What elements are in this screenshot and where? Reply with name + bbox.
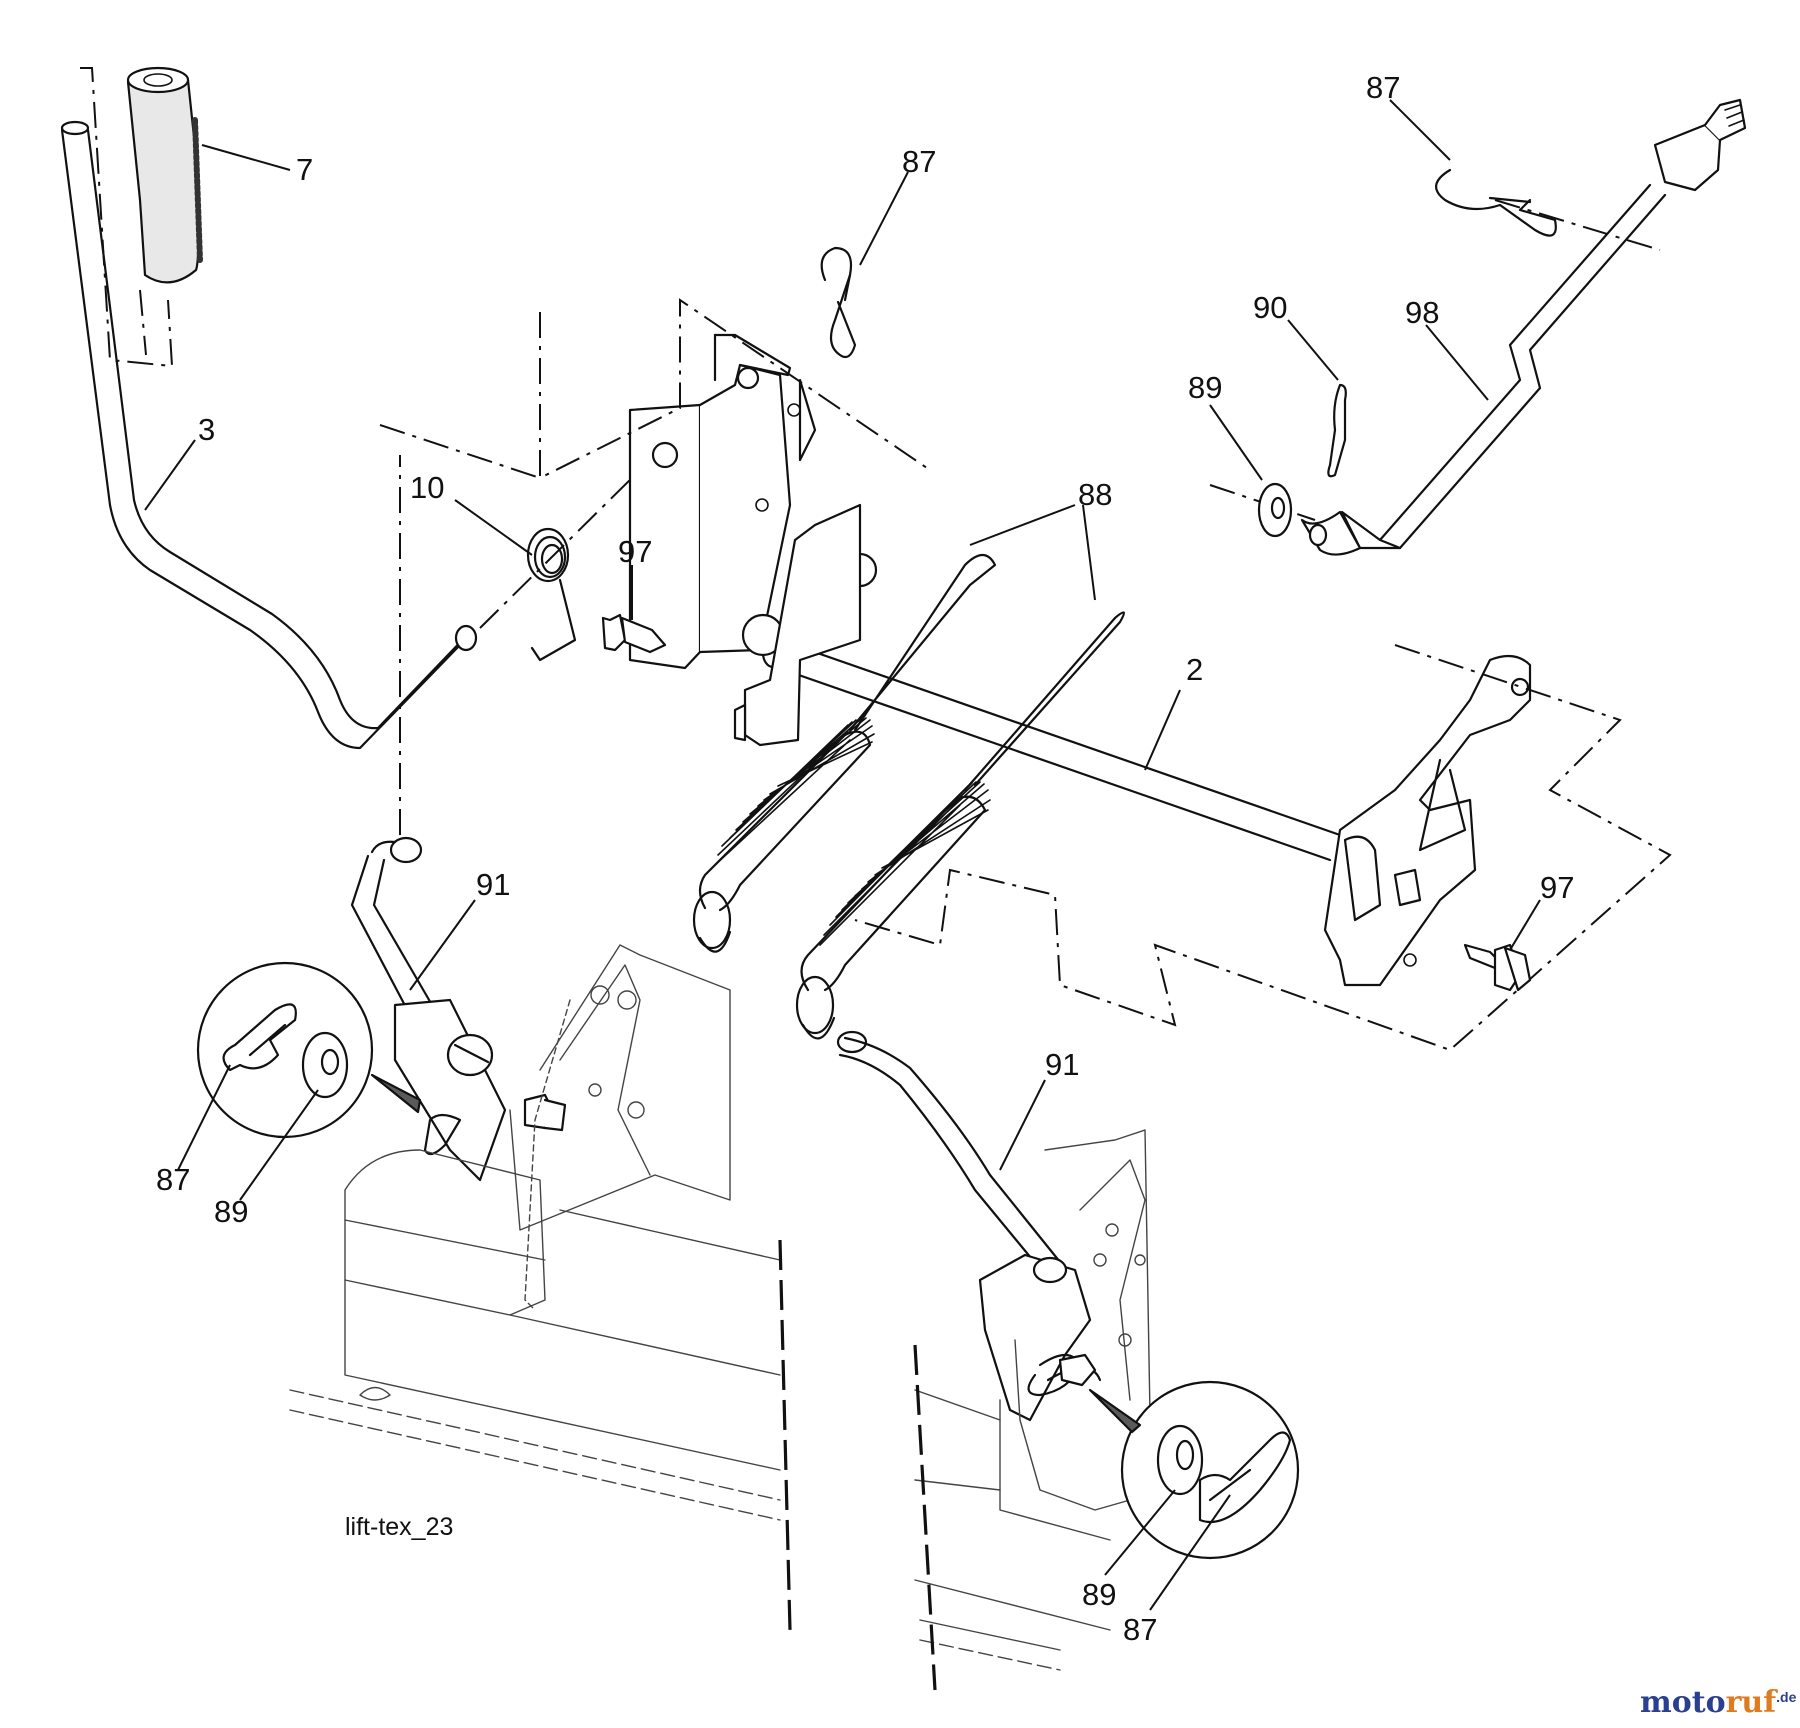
- callout-98: 98: [1405, 295, 1439, 330]
- callout-89-circle-right: 89: [1082, 1577, 1116, 1612]
- watermark-name: motoruf: [1640, 1685, 1778, 1720]
- lift-link-rod: [1209, 98, 1747, 556]
- lift-shaft: [733, 503, 1342, 862]
- extension-springs: [692, 553, 1126, 1040]
- callout-97-right: 97: [1540, 870, 1574, 905]
- lift-bracket: [379, 298, 931, 670]
- hairpin-clip-top-right: [1435, 168, 1557, 237]
- deck-right: [913, 1344, 1111, 1691]
- callout-87-circle-right: 87: [1123, 1612, 1157, 1647]
- detail-circle-right: [1088, 1380, 1300, 1560]
- left-frame-plate: [509, 944, 731, 1311]
- diagram-caption: lift-tex_23: [345, 1513, 453, 1541]
- callout-87-circle-left: 87: [156, 1162, 190, 1197]
- callout-10: 10: [410, 470, 444, 505]
- watermark-suffix: .de: [1776, 1689, 1796, 1705]
- callout-91-right: 91: [1045, 1047, 1079, 1082]
- callout-labels: 7 87 87 3 10 97 88 90 98 89 2 97 91 91 8…: [156, 70, 1574, 1647]
- callout-3: 3: [198, 412, 215, 447]
- callout-87-top: 87: [902, 144, 936, 179]
- callout-90: 90: [1253, 290, 1287, 325]
- handle-grip: [80, 66, 203, 368]
- callout-2: 2: [1186, 652, 1203, 687]
- watermark-logo: motoruf.de: [1640, 1685, 1797, 1720]
- torsion-spring: [526, 527, 577, 662]
- deck-left: [289, 1149, 792, 1631]
- shift-lever: [60, 120, 641, 835]
- bolt-right: [1463, 943, 1532, 992]
- bolt-left: [601, 613, 667, 654]
- detail-circle-left: [196, 961, 422, 1139]
- callout-89-circle-left: 89: [214, 1194, 248, 1229]
- callout-97-left: 97: [618, 534, 652, 569]
- hairpin-clip-90: [1327, 383, 1347, 478]
- right-lift-link: [836, 1030, 1102, 1422]
- leader-lines: [144, 99, 1541, 1611]
- callout-91-left: 91: [476, 867, 510, 902]
- callout-89-right: 89: [1188, 370, 1222, 405]
- svg-text:motoruf.de: motoruf.de: [1640, 1685, 1797, 1720]
- callout-87-right: 87: [1366, 70, 1400, 105]
- callout-7: 7: [296, 152, 313, 187]
- left-lift-link: [350, 836, 567, 1182]
- callout-88: 88: [1078, 477, 1112, 512]
- right-pivot-bracket: [854, 644, 1672, 1052]
- hairpin-clip-top-center: [820, 246, 857, 359]
- washer-right: [1257, 482, 1293, 538]
